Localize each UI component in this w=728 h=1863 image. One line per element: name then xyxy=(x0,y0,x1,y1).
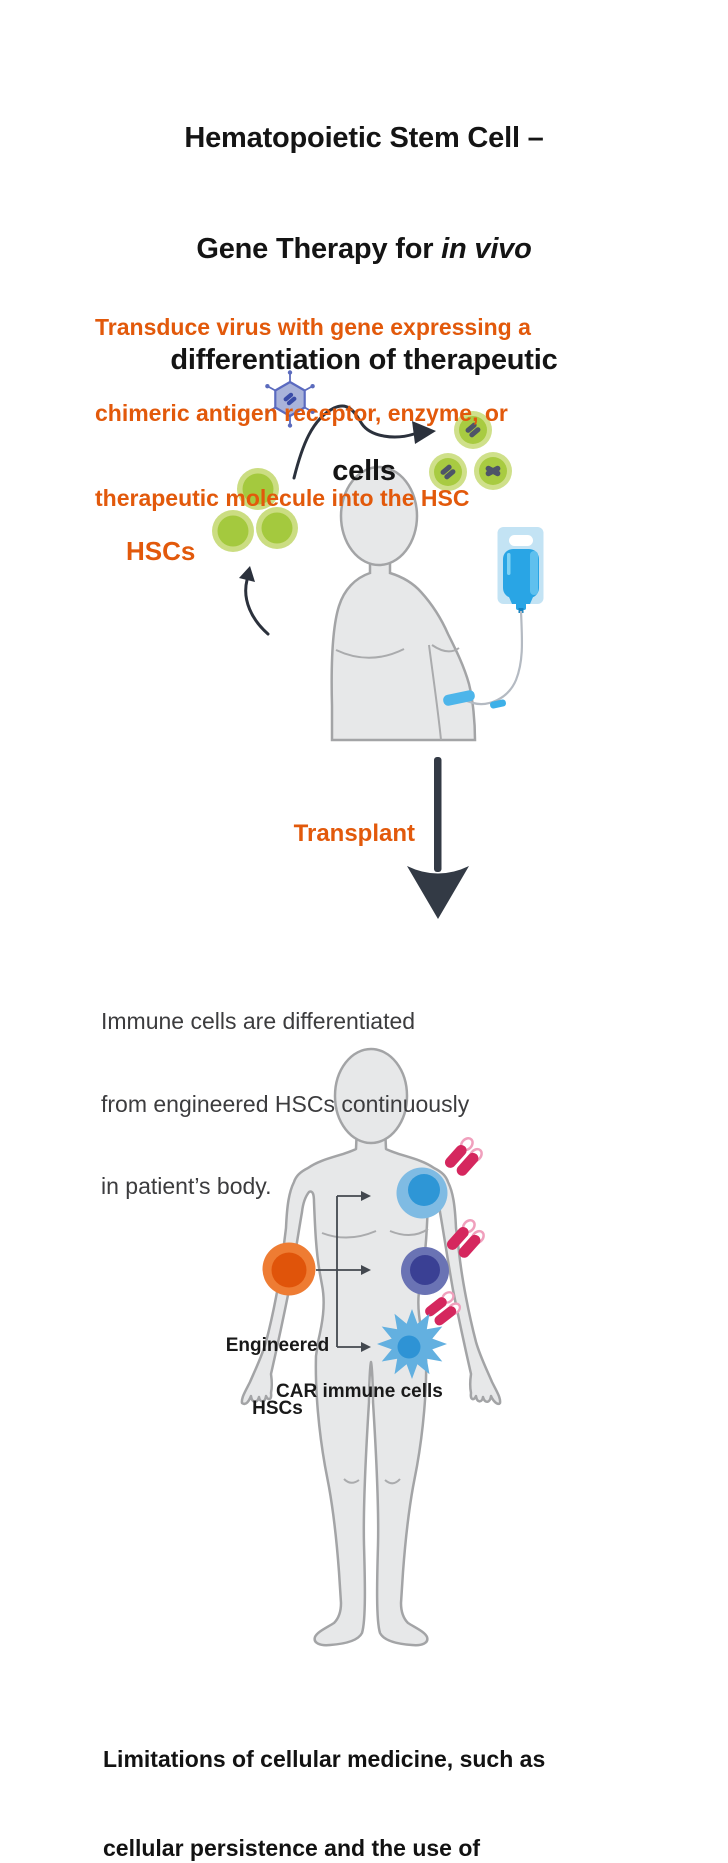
differentiation-fork-icon xyxy=(316,1191,371,1352)
car-immune-cells-label: CAR immune cells xyxy=(276,1381,443,1402)
hscs-label: HSCs xyxy=(126,536,196,566)
transduction-instruction: Transduce virus with gene expressing a c… xyxy=(95,314,531,511)
car-nk-cell-icon xyxy=(401,1247,449,1295)
harvest-arrow-icon xyxy=(239,566,270,636)
title-line-2: Gene Therapy for in vivo xyxy=(196,233,532,265)
iv-line-icon xyxy=(459,610,524,709)
transduced-hsc-cell-icon xyxy=(429,411,512,491)
car-dendritic-cell-icon xyxy=(377,1309,447,1379)
title-line-1: Hematopoietic Stem Cell – xyxy=(184,122,544,154)
hsc-cell-icon xyxy=(212,468,298,552)
page-title: Hematopoietic Stem Cell – Gene Therapy f… xyxy=(74,46,654,564)
full-body-icon xyxy=(240,1047,502,1647)
engineered-hsc-cell-icon xyxy=(262,1242,316,1296)
title-italic-in-vivo: in vivo xyxy=(441,233,532,265)
patient-upper-body-icon xyxy=(330,465,477,742)
engineered-hscs-label: Engineered HSCs xyxy=(225,1335,330,1419)
iv-patch-icon xyxy=(443,690,475,706)
iv-bag-icon xyxy=(497,527,544,613)
virus-icon xyxy=(265,370,315,428)
transplant-arrow-icon xyxy=(407,757,469,919)
car-t-cell-icon xyxy=(396,1167,448,1219)
title-line-4: cells xyxy=(332,455,396,487)
transduction-arrow-icon xyxy=(292,404,436,480)
transplant-label: Transplant xyxy=(293,820,415,847)
differentiation-description: Immune cells are differentiated from eng… xyxy=(101,1008,470,1199)
limitations-note: Limitations of cellular medicine, such a… xyxy=(103,1746,546,1861)
title-line-3: differentiation of therapeutic xyxy=(170,344,558,376)
